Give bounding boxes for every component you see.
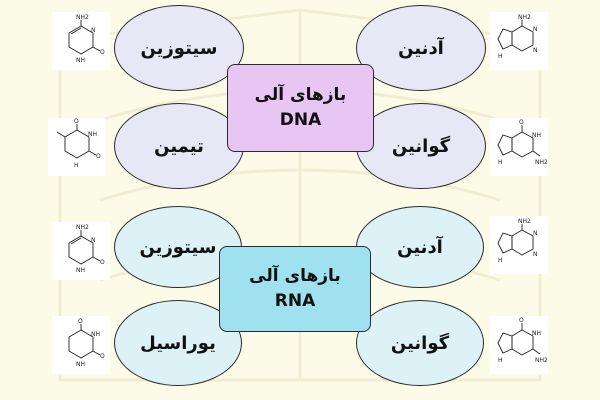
guanine-o-text: O [519, 119, 524, 126]
dna-guanine-label: گوانین [391, 135, 451, 157]
rna-cytosine-n-text: N [91, 237, 96, 244]
thymine-nh-text: NH [88, 131, 97, 138]
rna-guanine-nh-text: NH [532, 330, 541, 337]
dna-guanine-ellipse: گوانین [356, 103, 486, 189]
uracil-structure-icon: O NH O NH [52, 316, 110, 374]
rna-cytosine-nh2-text: NH2 [76, 224, 89, 231]
rna-center-box: بازهای آلی RNA [219, 246, 371, 332]
guanine-h2n-text: NH2 [535, 159, 548, 166]
guanine-nh-text: NH [532, 132, 541, 139]
rna-cytosine-nh-text: NH [76, 267, 85, 274]
cytosine-nh2-text: NH2 [76, 14, 89, 21]
rna-guanine-ellipse: گوانین [356, 300, 484, 386]
cytosine-structure-icon: NH2 N O NH [52, 12, 110, 70]
dna-title-line2: DNA [279, 110, 322, 130]
rna-guanine-label: گوانین [390, 332, 450, 354]
guanine-structure-icon: O NH NH2 H [490, 118, 548, 176]
rna-guanine-structure-icon: O NH NH2 H [490, 316, 548, 374]
cytosine-o-text: O [100, 49, 105, 56]
adenine-structure-icon: NH2 N N H [490, 12, 548, 70]
cytosine-nh-text: NH [76, 57, 85, 64]
thymine-o-top-text: O [74, 118, 79, 125]
rna-adenine-ellipse: آدنین [356, 206, 484, 288]
cytosine-n-text: N [91, 27, 96, 34]
guanine-h-text: H [498, 159, 503, 166]
dna-adenine-label: آدنین [398, 37, 444, 59]
rna-guanine-o-text: O [519, 317, 524, 324]
rna-adenine-n-text: N [533, 230, 538, 237]
uracil-o-text: O [100, 353, 105, 360]
uracil-nh-text: NH [91, 331, 100, 338]
dna-adenine-ellipse: آدنین [356, 5, 486, 91]
rna-title-line2: RNA [274, 291, 316, 311]
adenine-h-text: H [498, 53, 503, 60]
rna-adenine-h-text: H [498, 257, 503, 264]
dna-thymine-label: تیمین [154, 135, 204, 157]
adenine-n2-text: N [533, 47, 538, 54]
uracil-nh2-text: NH [76, 361, 85, 368]
thymine-o-text: O [96, 153, 101, 160]
rna-adenine-n2-text: N [533, 251, 538, 258]
rna-adenine-structure-icon: NH2 N N H [490, 216, 548, 274]
rna-cytosine-o-text: O [100, 259, 105, 266]
rna-adenine-label: آدنین [397, 236, 443, 258]
dna-thymine-ellipse: تیمین [114, 103, 244, 189]
uracil-o-top-text: O [78, 318, 83, 325]
rna-guanine-h2n-text: NH2 [535, 357, 548, 364]
dna-cytosine-ellipse: سیتوزین [114, 5, 244, 91]
thymine-h-text: H [74, 162, 79, 169]
rna-cytosine-label: سیتوزین [139, 236, 217, 258]
dna-center-box: بازهای آلی DNA [227, 64, 374, 152]
rna-uracil-label: یوراسیل [140, 332, 216, 354]
dna-cytosine-label: سیتوزین [140, 37, 218, 59]
rna-guanine-h-text: H [498, 357, 503, 364]
adenine-nh2-text: NH2 [518, 14, 531, 21]
thymine-structure-icon: O NH O H [48, 118, 106, 176]
rna-adenine-nh2-text: NH2 [518, 218, 531, 225]
adenine-n-text: N [533, 26, 538, 33]
dna-title-line1: بازهای آلی [254, 85, 347, 106]
rna-title-line1: بازهای آلی [249, 266, 341, 287]
rna-cytosine-structure-icon: NH2 N O NH [52, 222, 110, 280]
